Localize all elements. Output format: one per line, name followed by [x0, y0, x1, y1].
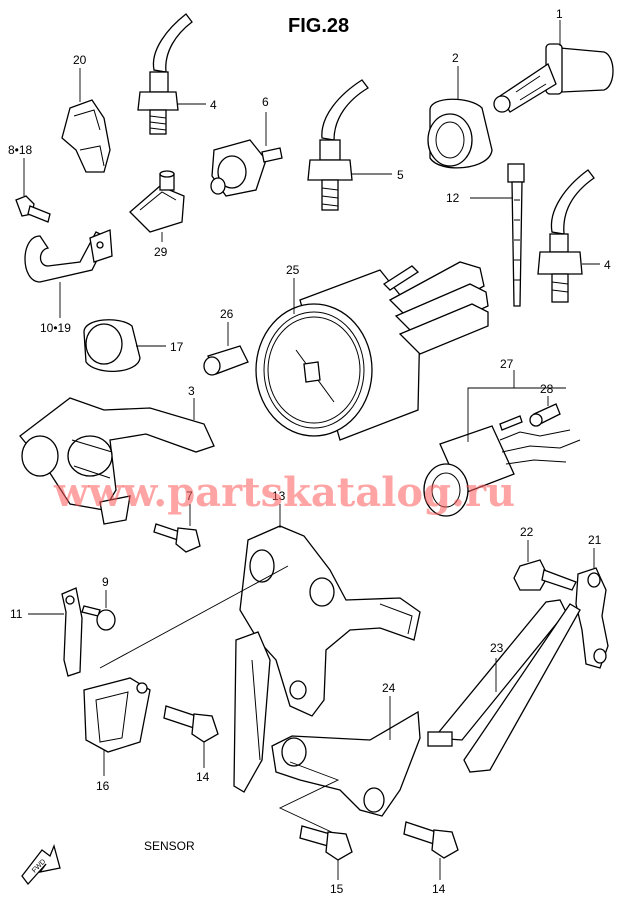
part-20-clip[interactable] — [61, 68, 111, 173]
part-14-bolt-left[interactable] — [163, 705, 219, 768]
callout-17: 17 — [170, 340, 184, 354]
part-25-gauge[interactable] — [255, 261, 489, 441]
callout-3: 3 — [188, 384, 195, 398]
part-8-18-bolt[interactable] — [15, 158, 51, 223]
part-22-bolt[interactable] — [513, 540, 577, 591]
callout-12: 12 — [446, 191, 460, 205]
callout-28: 28 — [540, 382, 554, 396]
callout-23: 23 — [490, 641, 504, 655]
watermark: www.partskatalog.ru — [53, 469, 515, 516]
callout-25: 25 — [286, 263, 300, 277]
callout-24: 24 — [382, 681, 396, 695]
callout-10-19: 10•19 — [40, 321, 71, 335]
callout-13: 13 — [272, 489, 286, 503]
callout-7: 7 — [186, 489, 193, 503]
part-1-connector[interactable] — [493, 20, 614, 113]
part-28-bulb[interactable] — [529, 396, 561, 427]
callout-11: 11 — [10, 607, 23, 621]
callout-14b: 14 — [432, 882, 446, 896]
part-24-plate[interactable] — [271, 696, 421, 817]
part-16-clip[interactable] — [83, 677, 151, 776]
callout-15: 15 — [330, 882, 344, 896]
part-10-19-clamp[interactable] — [24, 229, 113, 318]
part-9-screw[interactable] — [81, 590, 116, 631]
figure-title: FIG.28 — [288, 15, 349, 37]
callout-5: 5 — [397, 168, 404, 182]
callout-9: 9 — [102, 575, 109, 589]
part-14-bolt-right[interactable] — [403, 821, 459, 880]
part-13-bracket[interactable] — [233, 504, 421, 793]
part-21-bracket[interactable] — [575, 548, 609, 669]
leader-24-15 — [278, 761, 341, 837]
fwd-arrow-icon: FWD — [21, 843, 61, 886]
callout-29: 29 — [154, 245, 168, 259]
part-29-clip[interactable] — [129, 170, 185, 242]
callout-2: 2 — [452, 51, 459, 65]
callout-26: 26 — [220, 307, 234, 321]
callout-1: 1 — [556, 7, 563, 21]
part-12-cable-tie[interactable] — [470, 163, 525, 307]
callout-27: 27 — [500, 357, 514, 371]
part-23-link-rod[interactable] — [427, 599, 581, 773]
part-4-sensor-right[interactable] — [537, 169, 600, 303]
callout-22: 22 — [520, 525, 534, 539]
part-11-strap[interactable] — [28, 587, 83, 677]
callout-4b: 4 — [604, 258, 611, 272]
callout-20: 20 — [73, 53, 87, 67]
part-5-sensor[interactable] — [307, 79, 392, 211]
diagram-caption: SENSOR — [144, 839, 195, 853]
callout-6: 6 — [262, 95, 269, 109]
part-15-bolt[interactable] — [299, 825, 353, 880]
part-17-grommet[interactable] — [83, 319, 166, 373]
callout-8-18: 8•18 — [8, 143, 33, 157]
callout-14a: 14 — [196, 770, 210, 784]
part-2-grommet[interactable] — [427, 66, 493, 169]
callout-4a: 4 — [210, 98, 217, 112]
callout-16: 16 — [96, 779, 110, 793]
leader-13-16 — [99, 565, 289, 669]
part-7-bolt[interactable] — [153, 504, 201, 553]
part-27-trim-sender[interactable] — [423, 370, 581, 517]
part-4-sensor-upper[interactable] — [137, 13, 206, 135]
part-3-arm[interactable] — [19, 397, 215, 525]
part-6-sensor[interactable] — [210, 112, 283, 197]
callout-21: 21 — [588, 533, 602, 547]
part-26-bulb[interactable] — [203, 322, 249, 376]
